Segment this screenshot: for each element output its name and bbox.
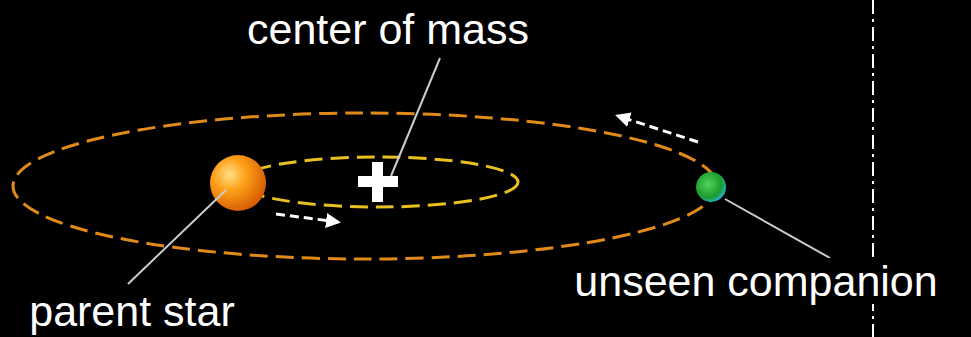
center-of-mass-cross [358, 162, 398, 202]
leader-line [391, 58, 440, 176]
callout-label: unseen companion [572, 258, 939, 304]
star-orbit [238, 157, 518, 207]
parent-star-disc [210, 155, 266, 211]
star-motion-arrow [276, 214, 338, 222]
callout-label: center of mass [245, 6, 531, 52]
companion-motion-arrow [618, 116, 698, 142]
leader-line [725, 199, 830, 258]
companion-orbit [13, 113, 717, 259]
callout-label: parent star [27, 288, 237, 334]
companion-disc [696, 172, 726, 202]
leader-line [128, 190, 226, 284]
